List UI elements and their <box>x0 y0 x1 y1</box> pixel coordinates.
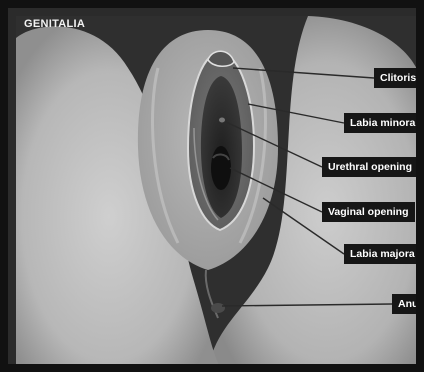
label-labia-majora: Labia majora <box>344 244 421 264</box>
label-urethral-opening: Urethral opening <box>322 157 418 177</box>
label-anus: Anus <box>392 294 424 314</box>
label-vaginal-opening: Vaginal opening <box>322 202 415 222</box>
anatomy-illustration <box>8 8 424 372</box>
urethral-opening-shape <box>219 118 225 123</box>
label-clitoris: Clitoris <box>374 68 422 88</box>
anus-shape <box>211 303 225 313</box>
vaginal-opening-shape <box>211 146 231 190</box>
figure-title: GENITALIA <box>24 18 85 30</box>
label-labia-minora: Labia minora <box>344 113 421 133</box>
